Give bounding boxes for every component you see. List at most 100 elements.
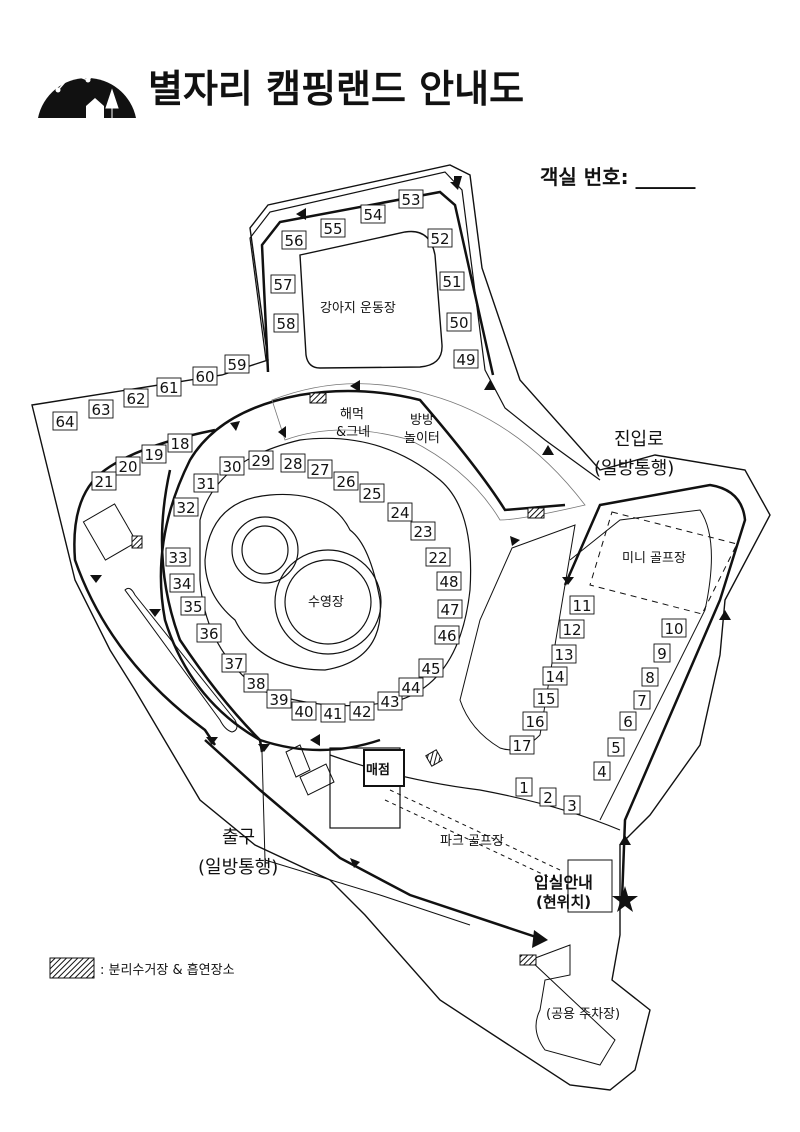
campsite-30[interactable]: 30 bbox=[219, 456, 245, 476]
campsite-51[interactable]: 51 bbox=[439, 271, 465, 291]
dog-playground-label: 강아지 운동장 bbox=[320, 301, 396, 316]
campsite-53[interactable]: 53 bbox=[398, 189, 424, 209]
campsite-47[interactable]: 47 bbox=[437, 599, 463, 619]
campsite-52[interactable]: 52 bbox=[427, 228, 453, 248]
campsite-number: 50 bbox=[449, 314, 468, 332]
campsite-34[interactable]: 34 bbox=[169, 573, 195, 593]
campsite-box bbox=[515, 777, 533, 797]
campsite-26[interactable]: 26 bbox=[333, 471, 359, 491]
campsite-29[interactable]: 29 bbox=[248, 450, 274, 470]
campsite-33[interactable]: 33 bbox=[165, 547, 191, 567]
campsite-10[interactable]: 10 bbox=[661, 618, 687, 638]
campsite-number: 1 bbox=[519, 779, 529, 797]
entrance-label-2: (일방통행) bbox=[594, 458, 674, 479]
campsite-7[interactable]: 7 bbox=[633, 690, 651, 710]
campsite-60[interactable]: 60 bbox=[192, 366, 218, 386]
campsite-45[interactable]: 45 bbox=[418, 658, 444, 678]
campsite-31[interactable]: 31 bbox=[193, 473, 219, 493]
campsite-13[interactable]: 13 bbox=[551, 644, 577, 664]
campsite-46[interactable]: 46 bbox=[434, 625, 460, 645]
campsite-21[interactable]: 21 bbox=[91, 471, 117, 491]
campsite-box bbox=[91, 471, 117, 491]
campsite-box bbox=[569, 595, 595, 615]
campsite-number: 23 bbox=[413, 523, 432, 541]
campsite-box bbox=[398, 189, 424, 209]
direction-arrow-icon bbox=[90, 176, 731, 948]
campsite-4[interactable]: 4 bbox=[593, 761, 611, 781]
campsite-17[interactable]: 17 bbox=[509, 735, 535, 755]
campsite-box bbox=[266, 689, 292, 709]
campsite-15[interactable]: 15 bbox=[533, 688, 559, 708]
campsite-number: 56 bbox=[284, 232, 303, 250]
campsite-18[interactable]: 18 bbox=[167, 433, 193, 453]
mini-golf-label: 미니 골프장 bbox=[622, 551, 686, 566]
campsite-39[interactable]: 39 bbox=[266, 689, 292, 709]
campsite-16[interactable]: 16 bbox=[522, 711, 548, 731]
campsite-64[interactable]: 64 bbox=[52, 411, 78, 431]
campsite-box bbox=[551, 644, 577, 664]
campsite-box bbox=[320, 703, 346, 723]
campsite-6[interactable]: 6 bbox=[619, 711, 637, 731]
campsite-57[interactable]: 57 bbox=[270, 274, 296, 294]
campsite-number: 14 bbox=[545, 668, 564, 686]
campsite-54[interactable]: 54 bbox=[360, 204, 386, 224]
campsite-box bbox=[542, 666, 568, 686]
page-title: 별자리 캠핑랜드 안내도 bbox=[148, 67, 524, 111]
campsite-35[interactable]: 35 bbox=[180, 596, 206, 616]
campsite-40[interactable]: 40 bbox=[291, 701, 317, 721]
campsite-number: 10 bbox=[664, 620, 683, 638]
campsite-3[interactable]: 3 bbox=[563, 795, 581, 815]
campsite-box bbox=[219, 456, 245, 476]
campsite-box bbox=[607, 737, 625, 757]
campsite-62[interactable]: 62 bbox=[123, 388, 149, 408]
campsite-number: 60 bbox=[195, 368, 214, 386]
road-entrance bbox=[563, 483, 747, 901]
campsite-50[interactable]: 50 bbox=[446, 312, 472, 332]
campsite-59[interactable]: 59 bbox=[224, 354, 250, 374]
campsite-32[interactable]: 32 bbox=[173, 497, 199, 517]
campsite-2[interactable]: 2 bbox=[539, 787, 557, 807]
campsite-44[interactable]: 44 bbox=[398, 677, 424, 697]
campsite-11[interactable]: 11 bbox=[569, 595, 595, 615]
campsite-20[interactable]: 20 bbox=[115, 456, 141, 476]
campsite-box bbox=[539, 787, 557, 807]
campsite-25[interactable]: 25 bbox=[359, 483, 385, 503]
campsite-43[interactable]: 43 bbox=[377, 691, 403, 711]
campsite-19[interactable]: 19 bbox=[141, 444, 167, 464]
campsite-63[interactable]: 63 bbox=[88, 399, 114, 419]
campsite-49[interactable]: 49 bbox=[453, 349, 479, 369]
campsite-8[interactable]: 8 bbox=[641, 667, 659, 687]
campsite-41[interactable]: 41 bbox=[320, 703, 346, 723]
campsite-37[interactable]: 37 bbox=[221, 653, 247, 673]
campsite-number: 55 bbox=[323, 220, 342, 238]
campsite-number: 6 bbox=[623, 713, 633, 731]
store-label: 매점 bbox=[366, 763, 390, 778]
campsite-22[interactable]: 22 bbox=[425, 547, 451, 567]
campsite-58[interactable]: 58 bbox=[273, 313, 299, 333]
campsite-number: 15 bbox=[536, 690, 555, 708]
campsite-number: 48 bbox=[439, 573, 458, 591]
campsite-5[interactable]: 5 bbox=[607, 737, 625, 757]
campsite-24[interactable]: 24 bbox=[387, 502, 413, 522]
campsite-23[interactable]: 23 bbox=[410, 521, 436, 541]
campsite-48[interactable]: 48 bbox=[436, 571, 462, 591]
park-golf-label: 파크 골프장 bbox=[440, 834, 504, 849]
campsite-61[interactable]: 61 bbox=[156, 377, 182, 397]
campsite-55[interactable]: 55 bbox=[320, 218, 346, 238]
campsite-14[interactable]: 14 bbox=[542, 666, 568, 686]
bounce-label-1: 방방 bbox=[410, 413, 434, 428]
campsite-number: 44 bbox=[401, 679, 420, 697]
campsite-number: 30 bbox=[222, 458, 241, 476]
campsite-12[interactable]: 12 bbox=[559, 619, 585, 639]
campsite-1[interactable]: 1 bbox=[515, 777, 533, 797]
campsite-box bbox=[398, 677, 424, 697]
campsite-9[interactable]: 9 bbox=[653, 643, 671, 663]
campsite-42[interactable]: 42 bbox=[349, 701, 375, 721]
campsite-38[interactable]: 38 bbox=[243, 673, 269, 693]
campsite-28[interactable]: 28 bbox=[280, 453, 306, 473]
campsite-36[interactable]: 36 bbox=[196, 623, 222, 643]
campsite-27[interactable]: 27 bbox=[307, 459, 333, 479]
campsite-56[interactable]: 56 bbox=[281, 230, 307, 250]
small-buildings bbox=[285, 744, 335, 796]
campsite-box bbox=[360, 204, 386, 224]
